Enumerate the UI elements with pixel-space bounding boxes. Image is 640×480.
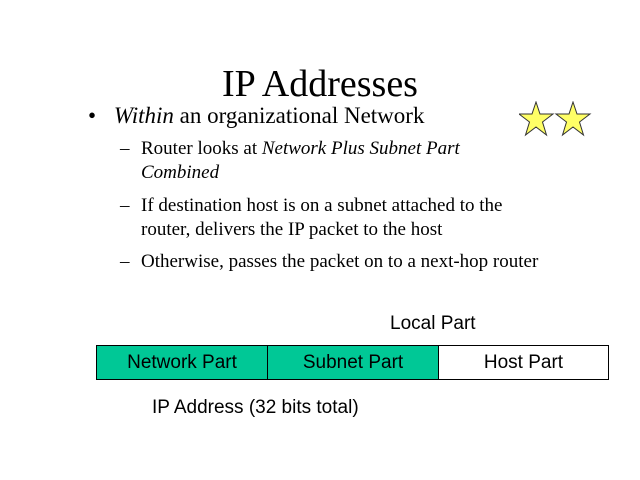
sub-bullet-2-line1: If destination host is on a subnet attac… bbox=[141, 195, 503, 216]
sub-bullet-3-line1: Otherwise, passes the packet on to a nex… bbox=[141, 251, 539, 272]
host-part-box: Host Part bbox=[438, 345, 609, 380]
local-part-label: Local Part bbox=[390, 313, 476, 334]
main-bullet: • Within an organizational Network bbox=[88, 103, 424, 129]
sub-bullet-2-line2: router, delivers the IP packet to the ho… bbox=[141, 219, 443, 240]
slide-title: IP Addresses bbox=[222, 63, 418, 105]
subnet-part-box: Subnet Part bbox=[267, 345, 439, 380]
network-part-box: Network Part bbox=[96, 345, 268, 380]
dash: – bbox=[120, 138, 130, 159]
bullet-dot: • bbox=[88, 103, 97, 128]
sub-bullet-1-line1: Router looks at Network Plus Subnet Part bbox=[141, 137, 460, 161]
ip-address-caption: IP Address (32 bits total) bbox=[152, 397, 359, 418]
text: Router looks at bbox=[141, 138, 262, 159]
dash: – bbox=[120, 251, 130, 272]
star-icon bbox=[519, 101, 555, 137]
italic-text: Network Plus Subnet Part bbox=[261, 138, 460, 159]
dash: – bbox=[120, 195, 130, 216]
bullet-italic: Within bbox=[113, 103, 174, 128]
bullet-text: an organizational Network bbox=[173, 103, 425, 128]
stars bbox=[519, 101, 592, 137]
star-icon bbox=[554, 101, 592, 137]
sub-bullet-1-line2: Combined bbox=[141, 162, 220, 183]
